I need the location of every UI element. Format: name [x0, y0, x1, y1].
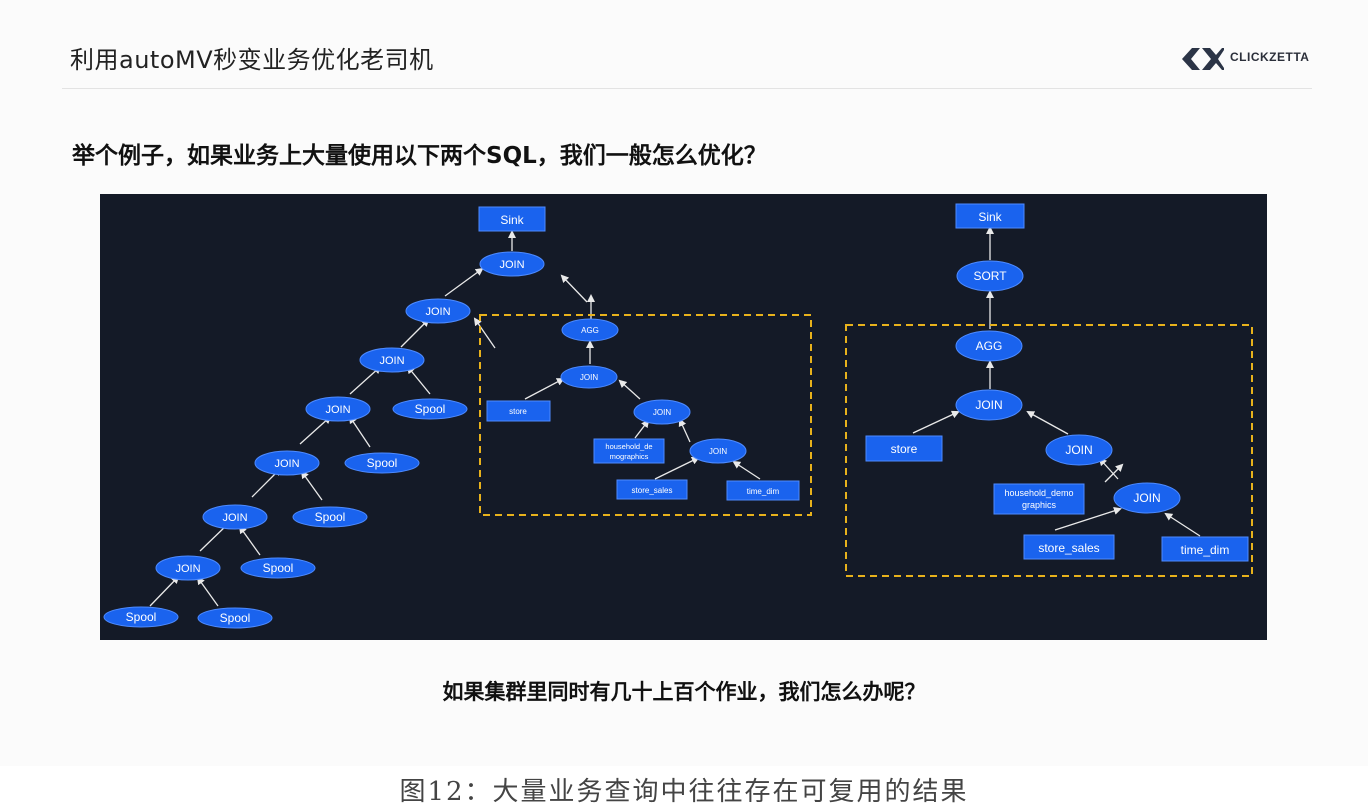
label-sink: Sink	[500, 213, 524, 227]
label-join: JOIN	[175, 563, 200, 575]
label-sink: Sink	[978, 210, 1002, 224]
label-store: store	[891, 442, 918, 456]
label-join: JOIN	[499, 259, 524, 271]
label-join: JOIN	[379, 355, 404, 367]
spool-node	[292, 506, 368, 528]
spool-node	[197, 607, 273, 629]
plan-labels: Sink JOIN JOIN JOIN JOIN JOIN JOIN JOIN …	[126, 210, 1230, 625]
left-agg-node	[561, 318, 619, 342]
label-spool: Spool	[415, 402, 446, 416]
left-join-node	[155, 555, 221, 581]
label-join: JOIN	[1133, 491, 1160, 505]
left-subtree-join-node	[633, 399, 691, 425]
label-sort: SORT	[973, 269, 1007, 283]
right-agg-node	[955, 330, 1023, 362]
brand-name: CLICKZETTA	[1230, 50, 1310, 64]
right-join-node	[1045, 434, 1113, 466]
label-time-dim: time_dim	[747, 487, 780, 496]
left-household-node	[593, 438, 665, 464]
question-heading: 举个例子，如果业务上大量使用以下两个SQL，我们一般怎么优化？	[72, 143, 767, 169]
label-store: store	[509, 407, 527, 416]
right-join-node	[955, 389, 1023, 421]
right-household-node	[993, 483, 1085, 515]
label-join: JOIN	[222, 512, 247, 524]
label-store-sales: store_sales	[632, 486, 673, 495]
label-spool: Spool	[263, 561, 294, 575]
label-household: graphics	[1022, 500, 1057, 510]
left-join-node	[405, 298, 471, 324]
spool-node	[103, 606, 179, 628]
left-store-sales-node	[616, 479, 688, 500]
label-join: JOIN	[975, 398, 1002, 412]
label-store-sales: store_sales	[1038, 541, 1099, 555]
right-join-node	[1113, 482, 1181, 514]
left-sink-node	[478, 206, 546, 232]
label-household: household_de	[605, 442, 652, 451]
left-time-dim-node	[726, 480, 800, 501]
plan-edges	[149, 226, 1201, 607]
left-join-node	[479, 251, 545, 277]
right-sort-node	[956, 260, 1024, 292]
spool-node	[344, 452, 420, 474]
left-store-node	[486, 400, 551, 422]
slide-title: 利用autoMV秒变业务优化老司机	[70, 46, 434, 74]
label-agg: AGG	[976, 339, 1003, 353]
plan-nodes	[103, 203, 1249, 629]
reuse-highlight-boxes	[479, 314, 1253, 577]
left-join-node	[359, 347, 425, 373]
left-subtree-join-node	[689, 438, 747, 464]
left-highlight-box	[479, 314, 812, 516]
label-join: JOIN	[580, 373, 598, 382]
left-join-node	[202, 504, 268, 530]
spool-node	[240, 557, 316, 579]
label-spool: Spool	[315, 510, 346, 524]
spool-node	[392, 398, 468, 420]
label-spool: Spool	[126, 610, 157, 624]
left-join-node	[254, 450, 320, 476]
title-divider	[62, 88, 1312, 89]
label-spool: Spool	[220, 611, 251, 625]
right-sink-node	[955, 203, 1025, 229]
label-household: mographics	[610, 452, 649, 461]
slide: 利用autoMV秒变业务优化老司机 CLICKZETTA 举个例子，如果业务上大…	[62, 44, 1330, 704]
footer-question: 如果集群里同时有几十上百个作业，我们怎么办呢？	[442, 680, 926, 704]
query-plan-panel: Sink JOIN JOIN JOIN JOIN JOIN JOIN JOIN …	[100, 194, 1267, 640]
figure-caption: 图12：大量业务查询中往往存在可复用的结果	[399, 777, 969, 807]
label-join: JOIN	[653, 408, 671, 417]
clickzetta-logo-icon	[1182, 48, 1224, 70]
right-store-node	[865, 435, 943, 462]
query-plan-diagram: Sink JOIN JOIN JOIN JOIN JOIN JOIN JOIN …	[103, 203, 1253, 629]
label-household: household_demo	[1004, 488, 1073, 498]
label-join: JOIN	[325, 404, 350, 416]
right-highlight-box	[845, 324, 1253, 577]
label-join: JOIN	[274, 458, 299, 470]
label-join: JOIN	[1065, 443, 1092, 457]
label-spool: Spool	[367, 456, 398, 470]
label-join: JOIN	[425, 306, 450, 318]
label-time-dim: time_dim	[1181, 543, 1230, 557]
label-join: JOIN	[709, 447, 727, 456]
left-subtree-join-node	[560, 365, 618, 389]
label-agg: AGG	[581, 326, 599, 335]
brand-logo: CLICKZETTA	[1180, 44, 1330, 74]
right-time-dim-node	[1161, 536, 1249, 562]
left-join-node	[305, 396, 371, 422]
right-store-sales-node	[1023, 534, 1115, 560]
